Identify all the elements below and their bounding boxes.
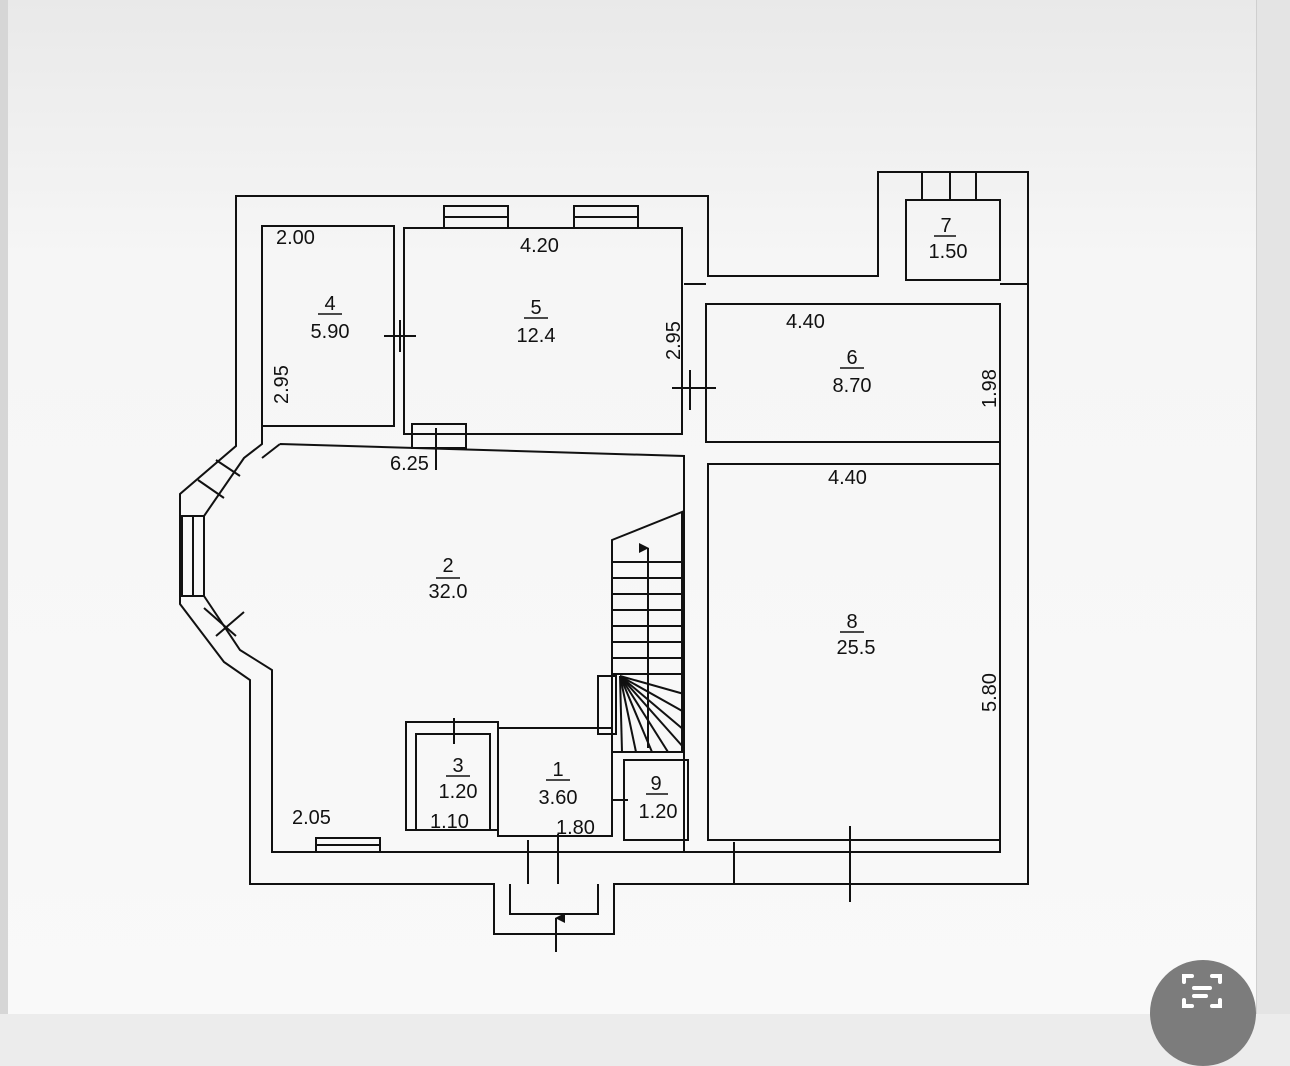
dim-room6-width: 4.40: [786, 311, 825, 333]
room-3-number: 3: [452, 755, 463, 777]
page-edge: [1256, 0, 1290, 1014]
room-9-number: 9: [650, 773, 661, 795]
room-6-area: 8.70: [833, 375, 872, 397]
room-7-area: 1.50: [929, 241, 968, 263]
room-8-area: 25.5: [837, 637, 876, 659]
room-1-area: 3.60: [539, 787, 578, 809]
dim-room8-height: 5.80: [979, 673, 1001, 712]
dim-room2-bottom: 2.05: [292, 807, 331, 829]
page-margin: [0, 0, 8, 1014]
room-8-outline: [707, 463, 1001, 841]
inner-wall: [203, 226, 1001, 853]
room-4-area: 5.90: [311, 321, 350, 343]
dim-room5-height: 2.95: [663, 321, 685, 360]
dim-room8-width: 4.40: [828, 467, 867, 489]
room-8-number: 8: [846, 611, 857, 633]
room-4-number: 4: [324, 293, 335, 315]
paper-sheet: [8, 0, 1256, 1014]
dim-room1-width: 1.80: [556, 817, 595, 839]
room-2-area: 32.0: [429, 581, 468, 603]
doors: [384, 320, 851, 902]
dim-room5-width: 4.20: [520, 235, 559, 257]
room-6-number: 6: [846, 347, 857, 369]
dim-room4-width: 2.00: [276, 227, 315, 249]
windows: [181, 172, 977, 853]
dim-room3-width: 1.10: [430, 811, 469, 833]
room-9-area: 1.20: [639, 801, 678, 823]
room-5-number: 5: [530, 297, 541, 319]
dim-room4-height: 2.95: [271, 365, 293, 404]
scan-text-icon: [1182, 974, 1222, 1008]
room-3-area: 1.20: [439, 781, 478, 803]
room-9-outline: [623, 759, 689, 841]
entrance-porch: [509, 884, 599, 915]
room-2-number: 2: [442, 555, 453, 577]
dim-room6-height: 1.98: [979, 369, 1001, 408]
scan-text-button[interactable]: [1150, 960, 1256, 1066]
floor-plan: 4 5.90 5 12.4 6 8.70 7 1.50 2 32.0 8 25.…: [179, 171, 1029, 952]
room-5-outline: [403, 227, 683, 435]
room-5-area: 12.4: [517, 325, 556, 347]
room-1-number: 1: [552, 759, 563, 781]
staircase: [597, 510, 685, 753]
room-6-outline: [705, 303, 1001, 443]
room-4-outline: [261, 225, 395, 427]
room-7-outline: [905, 199, 1001, 281]
room-7-number: 7: [940, 215, 951, 237]
dim-room2-width: 6.25: [390, 453, 429, 475]
outer-wall: [179, 171, 1029, 935]
